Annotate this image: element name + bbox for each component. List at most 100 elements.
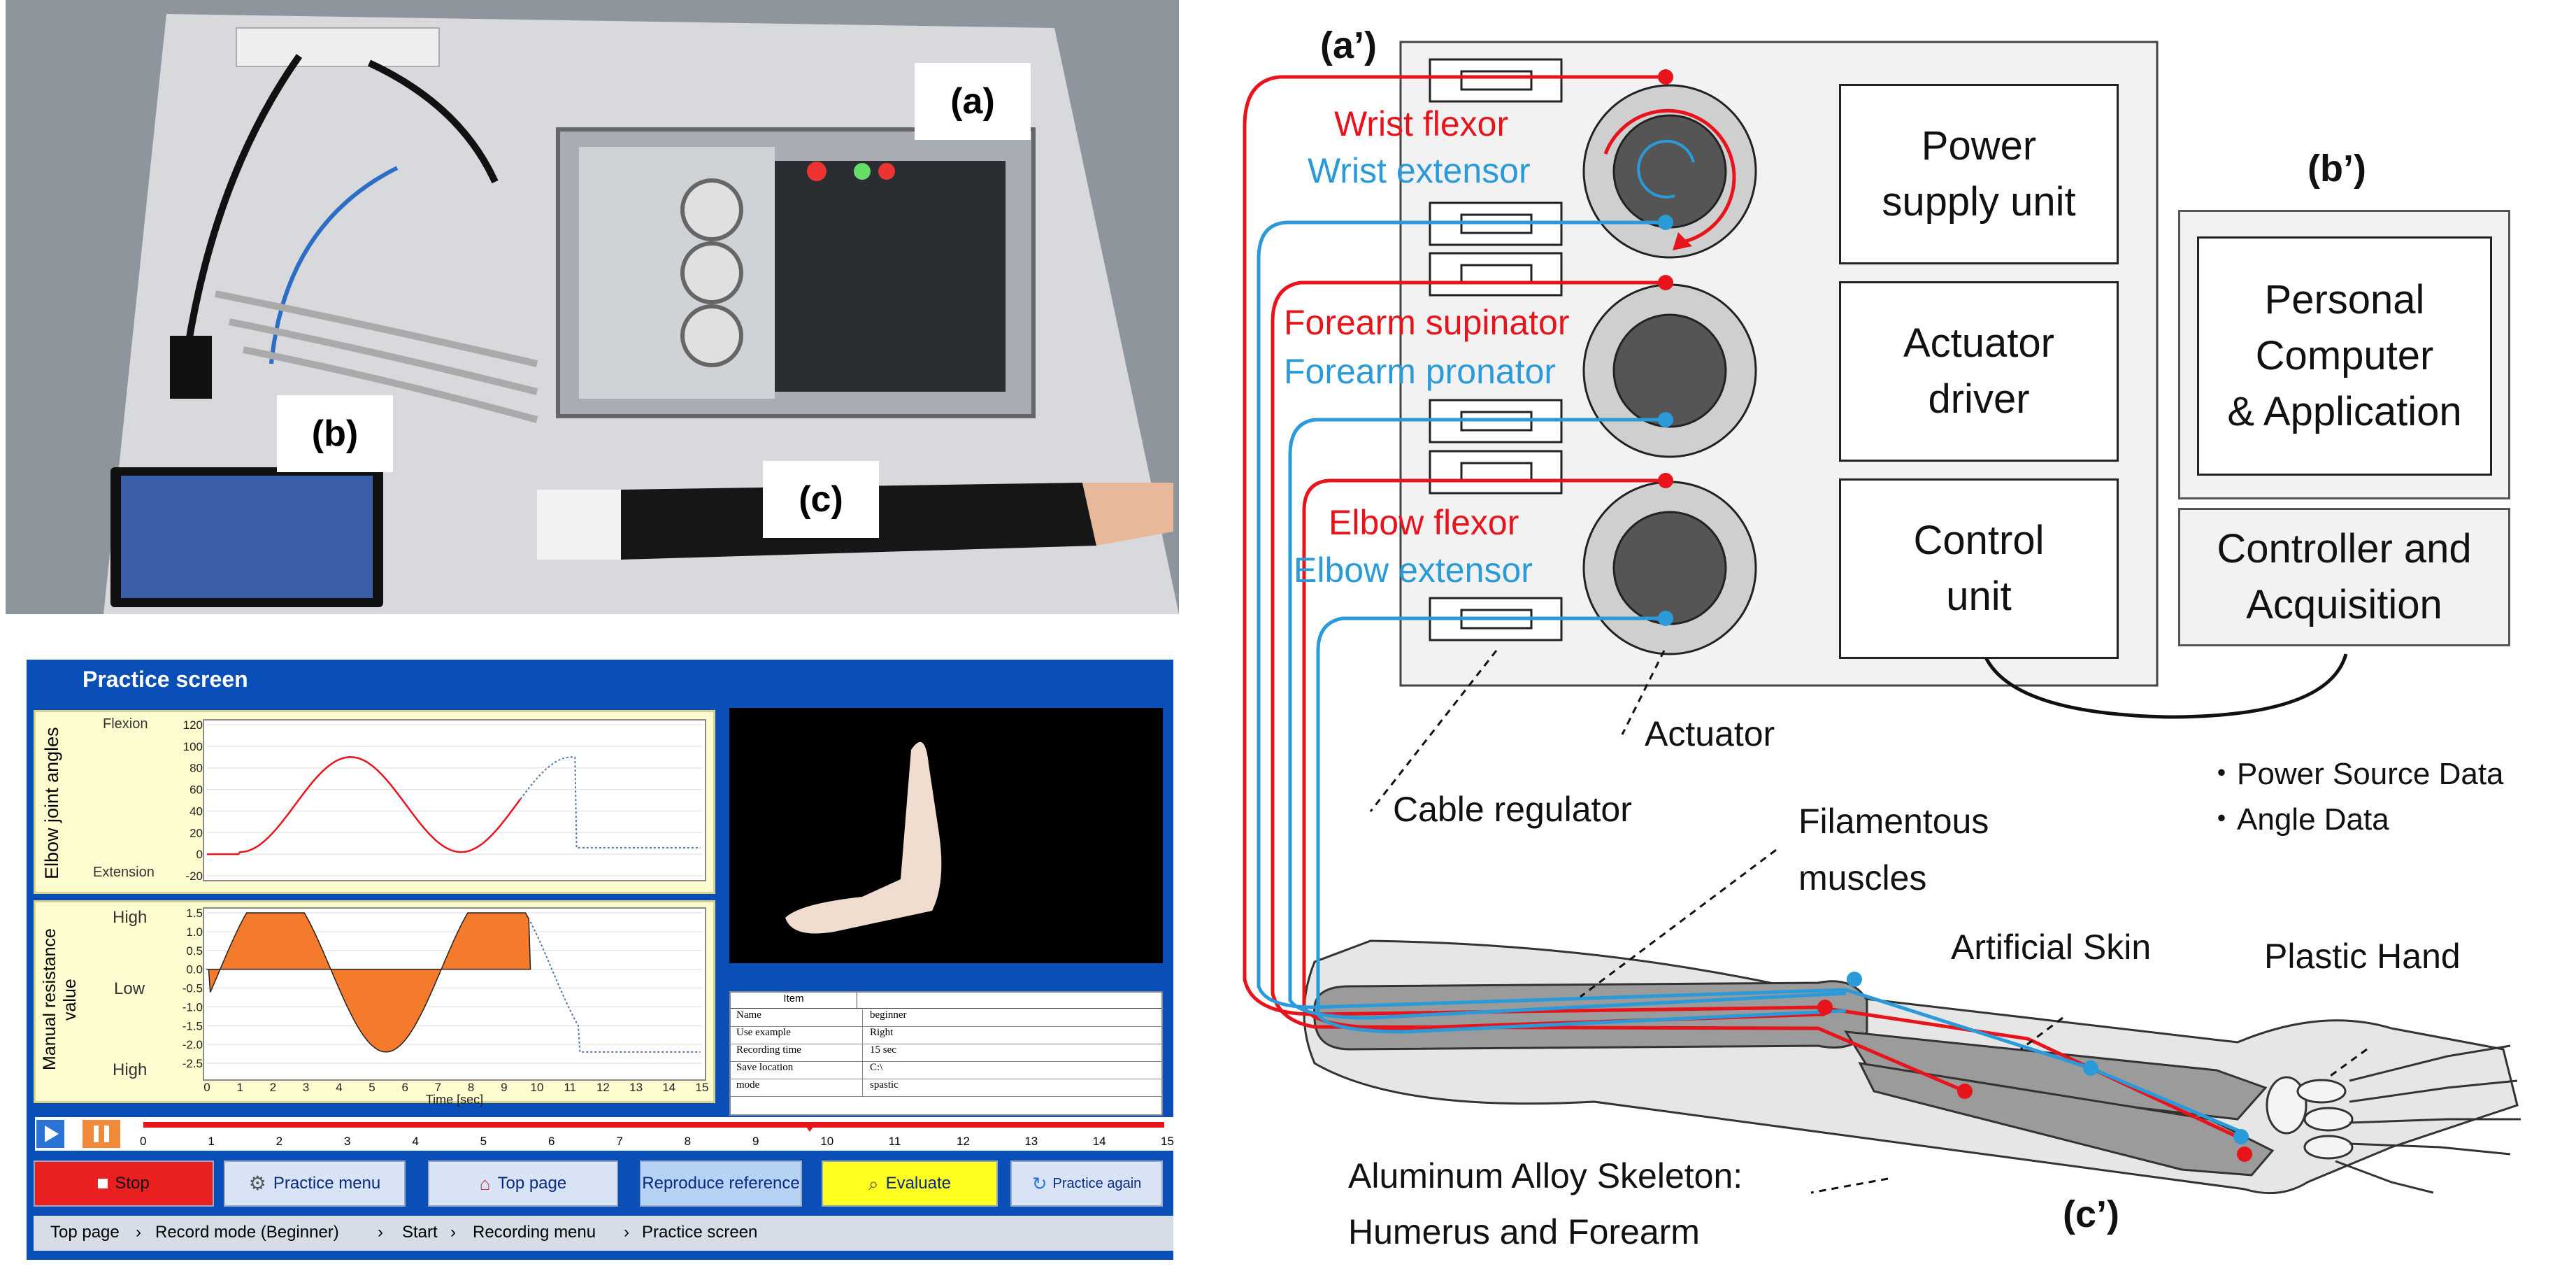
info-key: Recording time <box>731 1044 863 1061</box>
low-label: Low <box>114 979 145 998</box>
pause-button[interactable] <box>83 1120 120 1148</box>
bottom-xtick: 11 <box>564 1081 576 1094</box>
top-ytick: 100 <box>183 740 203 753</box>
pause-icon <box>94 1126 109 1142</box>
bottom-xtick: 4 <box>336 1081 342 1094</box>
gear-icon: ⚙ <box>248 1172 266 1194</box>
breadcrumb-recording-menu[interactable]: Recording menu <box>473 1223 596 1242</box>
control-unit-box: Control unit <box>1839 478 2119 659</box>
info-table-row: mode spastic <box>731 1079 1161 1097</box>
extensor-rotation-arrow <box>1637 139 1695 199</box>
flexion-label: Flexion <box>103 716 148 732</box>
label-c-prime: (c’) <box>2063 1193 2119 1235</box>
bottom-ytick: -1.5 <box>183 1019 203 1032</box>
bottom-ytick: -0.5 <box>183 982 203 995</box>
plastic-hand-note: Plastic Hand <box>2264 937 2461 976</box>
power-source-data-note: ・Power Source Data <box>2206 757 2504 791</box>
bottom-ytick: 1.5 <box>186 907 203 920</box>
bottom-ytick: -2.5 <box>183 1057 203 1070</box>
control-unit-line1: Control <box>1913 518 2045 563</box>
controller-line1: Controller and <box>2217 526 2472 571</box>
evaluate-button[interactable]: ⌕ Evaluate <box>822 1160 998 1207</box>
data-cable <box>1984 653 2348 719</box>
practice-menu-button[interactable]: ⚙ Practice menu <box>224 1160 406 1207</box>
reproduce-reference-button[interactable]: Reproduce reference <box>640 1160 802 1207</box>
timeline-cursor[interactable] <box>803 1122 817 1132</box>
home-icon: ⌂ <box>479 1173 491 1194</box>
info-key: Name <box>731 1009 863 1026</box>
info-key: Use example <box>731 1027 863 1044</box>
stop-button[interactable]: Stop <box>34 1160 214 1207</box>
bottom-xtick: 6 <box>401 1081 408 1094</box>
resistance-area <box>206 912 531 1053</box>
bottom-ytick: -2.0 <box>183 1038 203 1051</box>
practice-again-button[interactable]: ↻ Practice again <box>1010 1160 1163 1207</box>
practice-menu-label: Practice menu <box>273 1174 381 1193</box>
power-supply-line1: Power <box>1921 123 2037 169</box>
breadcrumb-separator: › <box>624 1223 629 1242</box>
stop-icon <box>98 1179 108 1188</box>
timeline-tick: 7 <box>616 1135 623 1148</box>
actuator-driver-line1: Actuator <box>1903 320 2054 366</box>
breadcrumb-separator: › <box>378 1223 383 1242</box>
timeline-tick: 2 <box>276 1135 283 1148</box>
timeline-tick: 14 <box>1092 1135 1106 1148</box>
breadcrumb-top-page[interactable]: Top page <box>50 1223 120 1242</box>
refresh-icon: ↻ <box>1031 1173 1047 1194</box>
power-supply-line2: supply unit <box>1882 179 2076 225</box>
timeline-tick: 0 <box>140 1135 147 1148</box>
filamentous-note-2: muscles <box>1798 858 1927 897</box>
attachment-dots <box>1658 69 2252 1162</box>
elbow-angle-curve <box>207 756 522 856</box>
practice-again-label: Practice again <box>1052 1176 1142 1191</box>
timeline-tick: 15 <box>1161 1135 1174 1148</box>
timeline-tick: 12 <box>957 1135 970 1148</box>
info-value: spastic <box>870 1079 899 1091</box>
timeline-tick: 10 <box>820 1135 834 1148</box>
skeleton-note-2: Humerus and Forearm <box>1348 1212 1700 1251</box>
bottom-ytick: -1.0 <box>183 1000 203 1014</box>
photo-label-b: (b) <box>277 395 393 472</box>
pc-line3: & Application <box>2227 389 2462 434</box>
bottom-ytick: 0.0 <box>186 963 203 977</box>
leader-lines <box>1369 650 2368 1194</box>
control-unit-line2: unit <box>1946 574 2012 619</box>
forearm-supinator-label: Forearm supinator <box>1284 303 1570 342</box>
bottom-xtick: 14 <box>662 1081 675 1094</box>
extensor-cables <box>1257 220 2245 1135</box>
info-table-row: Use example Right <box>731 1027 1161 1044</box>
breadcrumb-record-mode[interactable]: Record mode (Beginner) <box>155 1223 339 1242</box>
info-value: Right <box>870 1027 894 1038</box>
play-button[interactable] <box>36 1120 64 1148</box>
timeline-progress[interactable] <box>143 1122 1164 1128</box>
timeline-tick: 13 <box>1024 1135 1038 1148</box>
evaluate-label: Evaluate <box>885 1174 951 1193</box>
artificial-skin-note: Artificial Skin <box>1951 928 2152 967</box>
reproduce-reference-label: Reproduce reference <box>642 1174 800 1193</box>
wrist-flexor-label: Wrist flexor <box>1334 104 1509 143</box>
info-key: mode <box>731 1079 863 1096</box>
breadcrumb-practice-screen: Practice screen <box>642 1223 758 1242</box>
skeleton-note-1: Aluminum Alloy Skeleton: <box>1348 1156 1743 1195</box>
wrist-extensor-label: Wrist extensor <box>1308 151 1531 190</box>
breadcrumb-start[interactable]: Start <box>402 1223 438 1242</box>
bottom-xtick: 7 <box>435 1081 441 1094</box>
top-ytick: 80 <box>189 762 203 775</box>
label-a-prime: (a’) <box>1320 24 1377 66</box>
timeline-tick: 8 <box>684 1135 692 1148</box>
play-icon <box>45 1126 59 1142</box>
cable-regulator-note: Cable regulator <box>1393 790 1632 829</box>
bottom-xtick: 1 <box>236 1081 243 1094</box>
timeline-tick: 11 <box>888 1135 901 1148</box>
elbow-flexor-label: Elbow flexor <box>1329 503 1519 542</box>
bottom-ytick: 0.5 <box>186 944 203 958</box>
top-page-button[interactable]: ⌂ Top page <box>428 1160 618 1207</box>
filamentous-note-1: Filamentous <box>1798 802 1989 841</box>
